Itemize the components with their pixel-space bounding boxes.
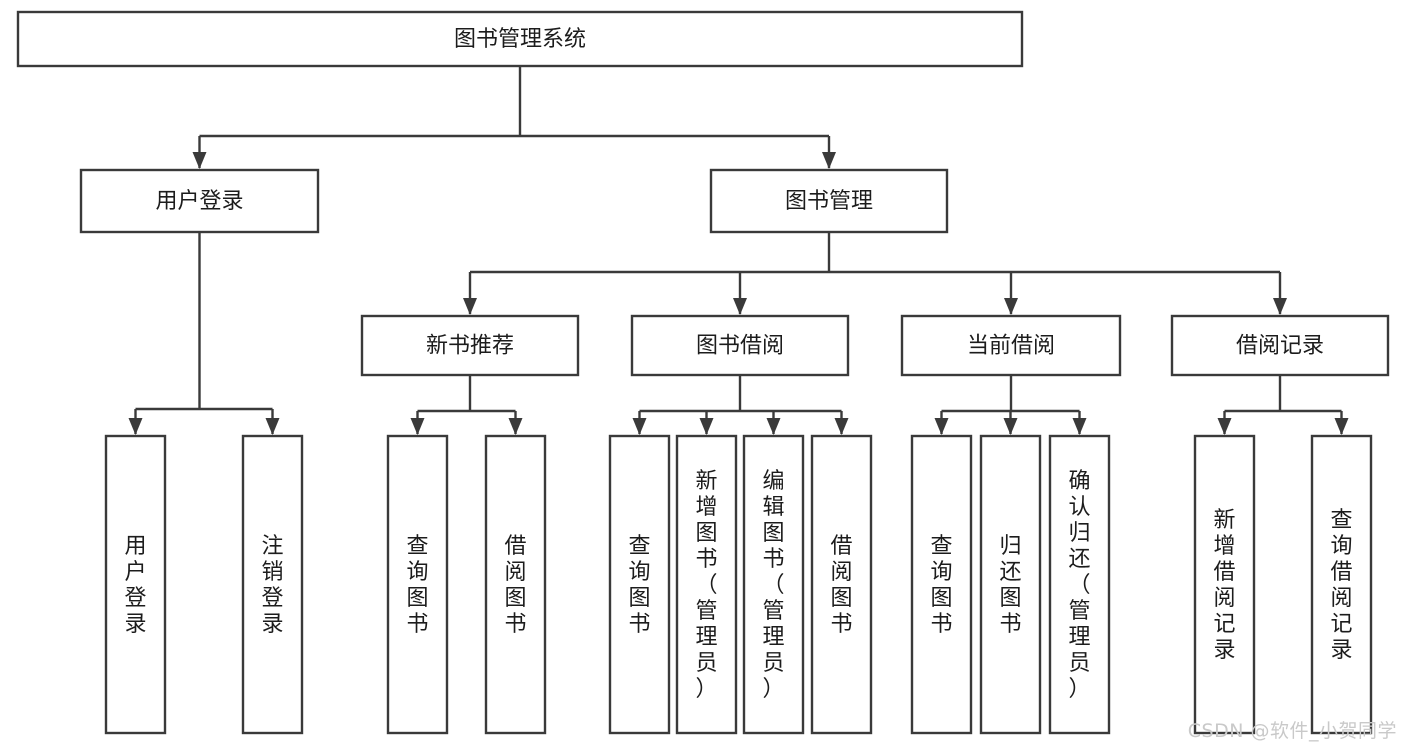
arrow-head-icon bbox=[834, 418, 849, 435]
node-rect bbox=[241, 434, 304, 735]
node-leaf-leaf-edit-book[interactable]: 编辑图书（管理员） bbox=[742, 434, 805, 735]
node-label: 归还图书 bbox=[999, 534, 1021, 637]
node-label: 借阅记录 bbox=[1236, 334, 1324, 359]
node-label: 图书借阅 bbox=[696, 334, 784, 359]
node-rect bbox=[386, 434, 449, 735]
arrow-head-icon bbox=[733, 298, 747, 315]
node-rect bbox=[630, 314, 850, 377]
node-rect bbox=[910, 434, 973, 735]
node-leaf-leaf-return-book[interactable]: 归还图书 bbox=[979, 434, 1042, 735]
node-label: 确认归还（管理员） bbox=[1068, 469, 1090, 702]
node-rect bbox=[79, 168, 320, 234]
arrow-head-icon bbox=[128, 418, 143, 435]
arrow-head-icon bbox=[822, 152, 836, 169]
node-leaf-leaf-borrow-book-1[interactable]: 借阅图书 bbox=[484, 434, 547, 735]
arrow-head-icon bbox=[632, 418, 647, 435]
csdn-watermark: CSDN @软件_小贺同学 bbox=[1187, 720, 1397, 742]
node-label: 新增借阅记录 bbox=[1213, 508, 1235, 663]
arrow-head-icon bbox=[265, 418, 280, 435]
node-rect bbox=[709, 168, 949, 234]
node-label: 查询借阅记录 bbox=[1330, 508, 1352, 663]
node-leaf-leaf-query-record[interactable]: 查询借阅记录 bbox=[1310, 434, 1373, 735]
node-label: 借阅图书 bbox=[504, 534, 526, 637]
node-leaf-leaf-confirm-return[interactable]: 确认归还（管理员） bbox=[1048, 434, 1111, 735]
node-leaf-leaf-user-login[interactable]: 用户登录 bbox=[104, 434, 167, 735]
node-rect bbox=[979, 434, 1042, 735]
node-rect bbox=[104, 434, 167, 735]
node-label: 新书推荐 bbox=[426, 334, 514, 359]
node-label: 查询图书 bbox=[628, 534, 650, 637]
node-leaf-leaf-user-logout[interactable]: 注销登录 bbox=[241, 434, 304, 735]
node-rect bbox=[900, 314, 1122, 377]
node-level3-current-borrow[interactable]: 当前借阅 bbox=[900, 314, 1122, 377]
node-label: 新增图书（管理员） bbox=[695, 469, 717, 702]
node-rect bbox=[16, 10, 1024, 68]
node-label: 图书管理系统 bbox=[454, 27, 586, 52]
node-level3-book-borrow[interactable]: 图书借阅 bbox=[630, 314, 850, 377]
node-level3-borrow-record[interactable]: 借阅记录 bbox=[1170, 314, 1390, 377]
arrow-head-icon bbox=[463, 298, 477, 315]
arrow-head-icon bbox=[699, 418, 714, 435]
node-rect bbox=[484, 434, 547, 735]
arrow-head-icon bbox=[1072, 418, 1087, 435]
arrow-head-icon bbox=[410, 418, 425, 435]
node-rect bbox=[1310, 434, 1373, 735]
node-rect bbox=[360, 314, 580, 377]
arrow-head-icon bbox=[508, 418, 523, 435]
arrow-head-icon bbox=[1334, 418, 1349, 435]
node-label: 编辑图书（管理员） bbox=[762, 469, 784, 702]
node-level2-book-manage[interactable]: 图书管理 bbox=[709, 168, 949, 234]
arrow-head-icon bbox=[1217, 418, 1232, 435]
node-rect bbox=[1193, 434, 1256, 735]
node-rect bbox=[742, 434, 805, 735]
node-leaf-leaf-add-record[interactable]: 新增借阅记录 bbox=[1193, 434, 1256, 735]
arrow-head-icon bbox=[192, 152, 207, 169]
node-root-root[interactable]: 图书管理系统 bbox=[16, 10, 1024, 68]
arrow-head-icon bbox=[1003, 418, 1018, 435]
node-rect bbox=[675, 434, 738, 735]
node-label: 当前借阅 bbox=[967, 334, 1055, 359]
node-label: 查询图书 bbox=[930, 534, 952, 637]
node-rect bbox=[810, 434, 873, 735]
node-rect bbox=[608, 434, 671, 735]
node-leaf-leaf-add-book[interactable]: 新增图书（管理员） bbox=[675, 434, 738, 735]
node-label: 用户登录 bbox=[124, 534, 146, 637]
arrow-head-icon bbox=[934, 418, 949, 435]
node-label: 注销登录 bbox=[261, 534, 283, 637]
node-label: 用户登录 bbox=[155, 189, 243, 214]
arrow-head-icon bbox=[1273, 298, 1287, 315]
node-level3-new-book-rec[interactable]: 新书推荐 bbox=[360, 314, 580, 377]
node-rect bbox=[1170, 314, 1390, 377]
node-label: 图书管理 bbox=[785, 189, 873, 214]
node-label: 查询图书 bbox=[406, 534, 428, 637]
node-leaf-leaf-query-book-2[interactable]: 查询图书 bbox=[608, 434, 671, 735]
node-rect bbox=[1048, 434, 1111, 735]
arrow-head-icon bbox=[766, 418, 781, 435]
arrow-head-icon bbox=[1004, 298, 1018, 315]
node-level2-user-login[interactable]: 用户登录 bbox=[79, 168, 320, 234]
node-leaf-leaf-borrow-book-2[interactable]: 借阅图书 bbox=[810, 434, 873, 735]
node-label: 借阅图书 bbox=[830, 534, 852, 637]
node-leaf-leaf-query-book-1[interactable]: 查询图书 bbox=[386, 434, 449, 735]
node-leaf-leaf-query-book-3[interactable]: 查询图书 bbox=[910, 434, 973, 735]
